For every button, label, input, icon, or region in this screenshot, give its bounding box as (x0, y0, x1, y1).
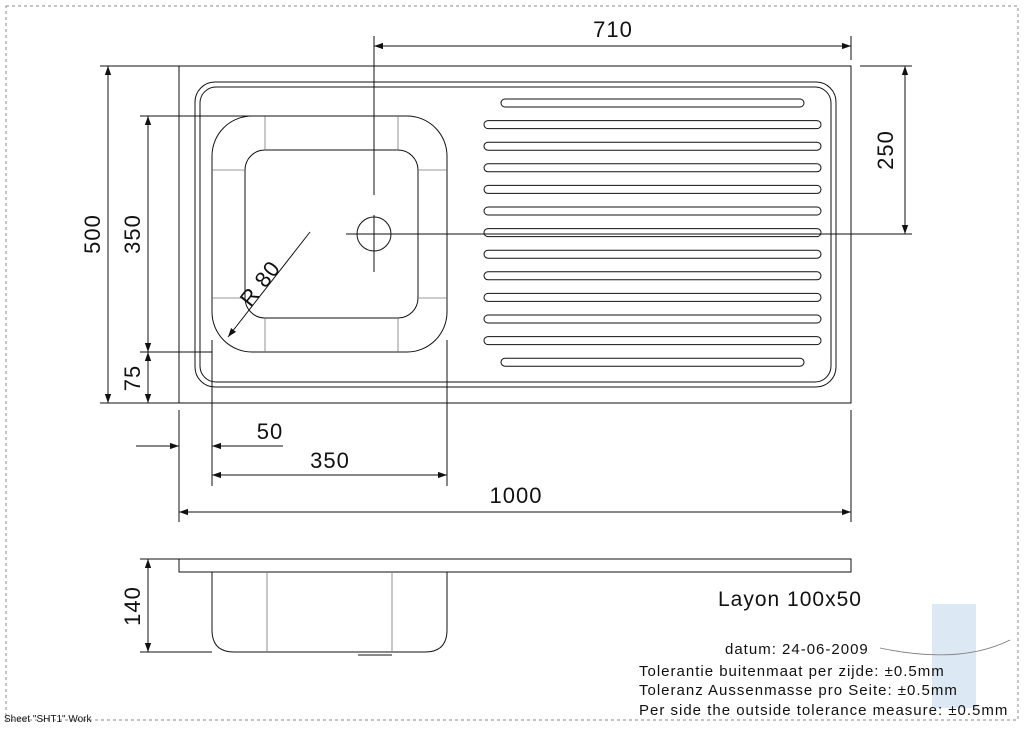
drainer-groove (483, 314, 822, 324)
drainer-groove (483, 249, 822, 259)
side-top-plate (178, 558, 852, 573)
dim-500: 500 (80, 214, 105, 254)
dim-1000: 1000 (490, 483, 543, 508)
drainer-groove (500, 98, 805, 108)
bowl-facets (212, 116, 447, 352)
drain-icon (346, 215, 402, 272)
sink-top-view: 710 250 500 350 75 R 80 50 350 1000 (80, 17, 912, 522)
dim-350-vertical: 350 (120, 214, 145, 254)
dim-radius: R 80 (235, 256, 286, 311)
date-text: datum: 24-06-2009 (725, 641, 869, 658)
tolerance-english: Per side the outside tolerance measure: … (639, 702, 1008, 719)
drainer-groove (483, 141, 822, 151)
radius-leader (227, 231, 311, 338)
sheet-frame (5, 5, 1019, 721)
drainer-groove (483, 163, 822, 173)
title-block: Layon 100x50 datum: 24-06-2009 Toleranti… (639, 588, 1011, 719)
drainer-groove (483, 336, 822, 346)
drainer-groove (483, 184, 822, 194)
dim-250: 250 (873, 130, 898, 170)
watermark-logo (932, 604, 976, 708)
tolerance-dutch: Tolerantie buitenmaat per zijde: ±0.5mm (639, 663, 945, 680)
drainer-groove (483, 120, 822, 130)
tolerance-german: Toleranz Aussenmasse pro Seite: ±0.5mm (639, 682, 958, 699)
drainer-groove (500, 357, 805, 367)
drainer-grooves (483, 98, 822, 367)
dim-350-horizontal: 350 (310, 448, 350, 473)
drainer-groove (483, 271, 822, 281)
dim-75: 75 (120, 365, 145, 391)
sink-side-view: 140 (120, 558, 852, 656)
dim-140: 140 (120, 586, 145, 626)
drainer-groove (483, 228, 822, 238)
sheet-label: Sheet "SHT1" Work (4, 714, 93, 725)
product-name: Layon 100x50 (718, 588, 862, 611)
dim-710: 710 (593, 17, 633, 42)
drainer-groove (483, 206, 822, 216)
side-bowl (211, 572, 448, 653)
drainer-groove (483, 292, 822, 302)
dim-50: 50 (257, 419, 283, 444)
